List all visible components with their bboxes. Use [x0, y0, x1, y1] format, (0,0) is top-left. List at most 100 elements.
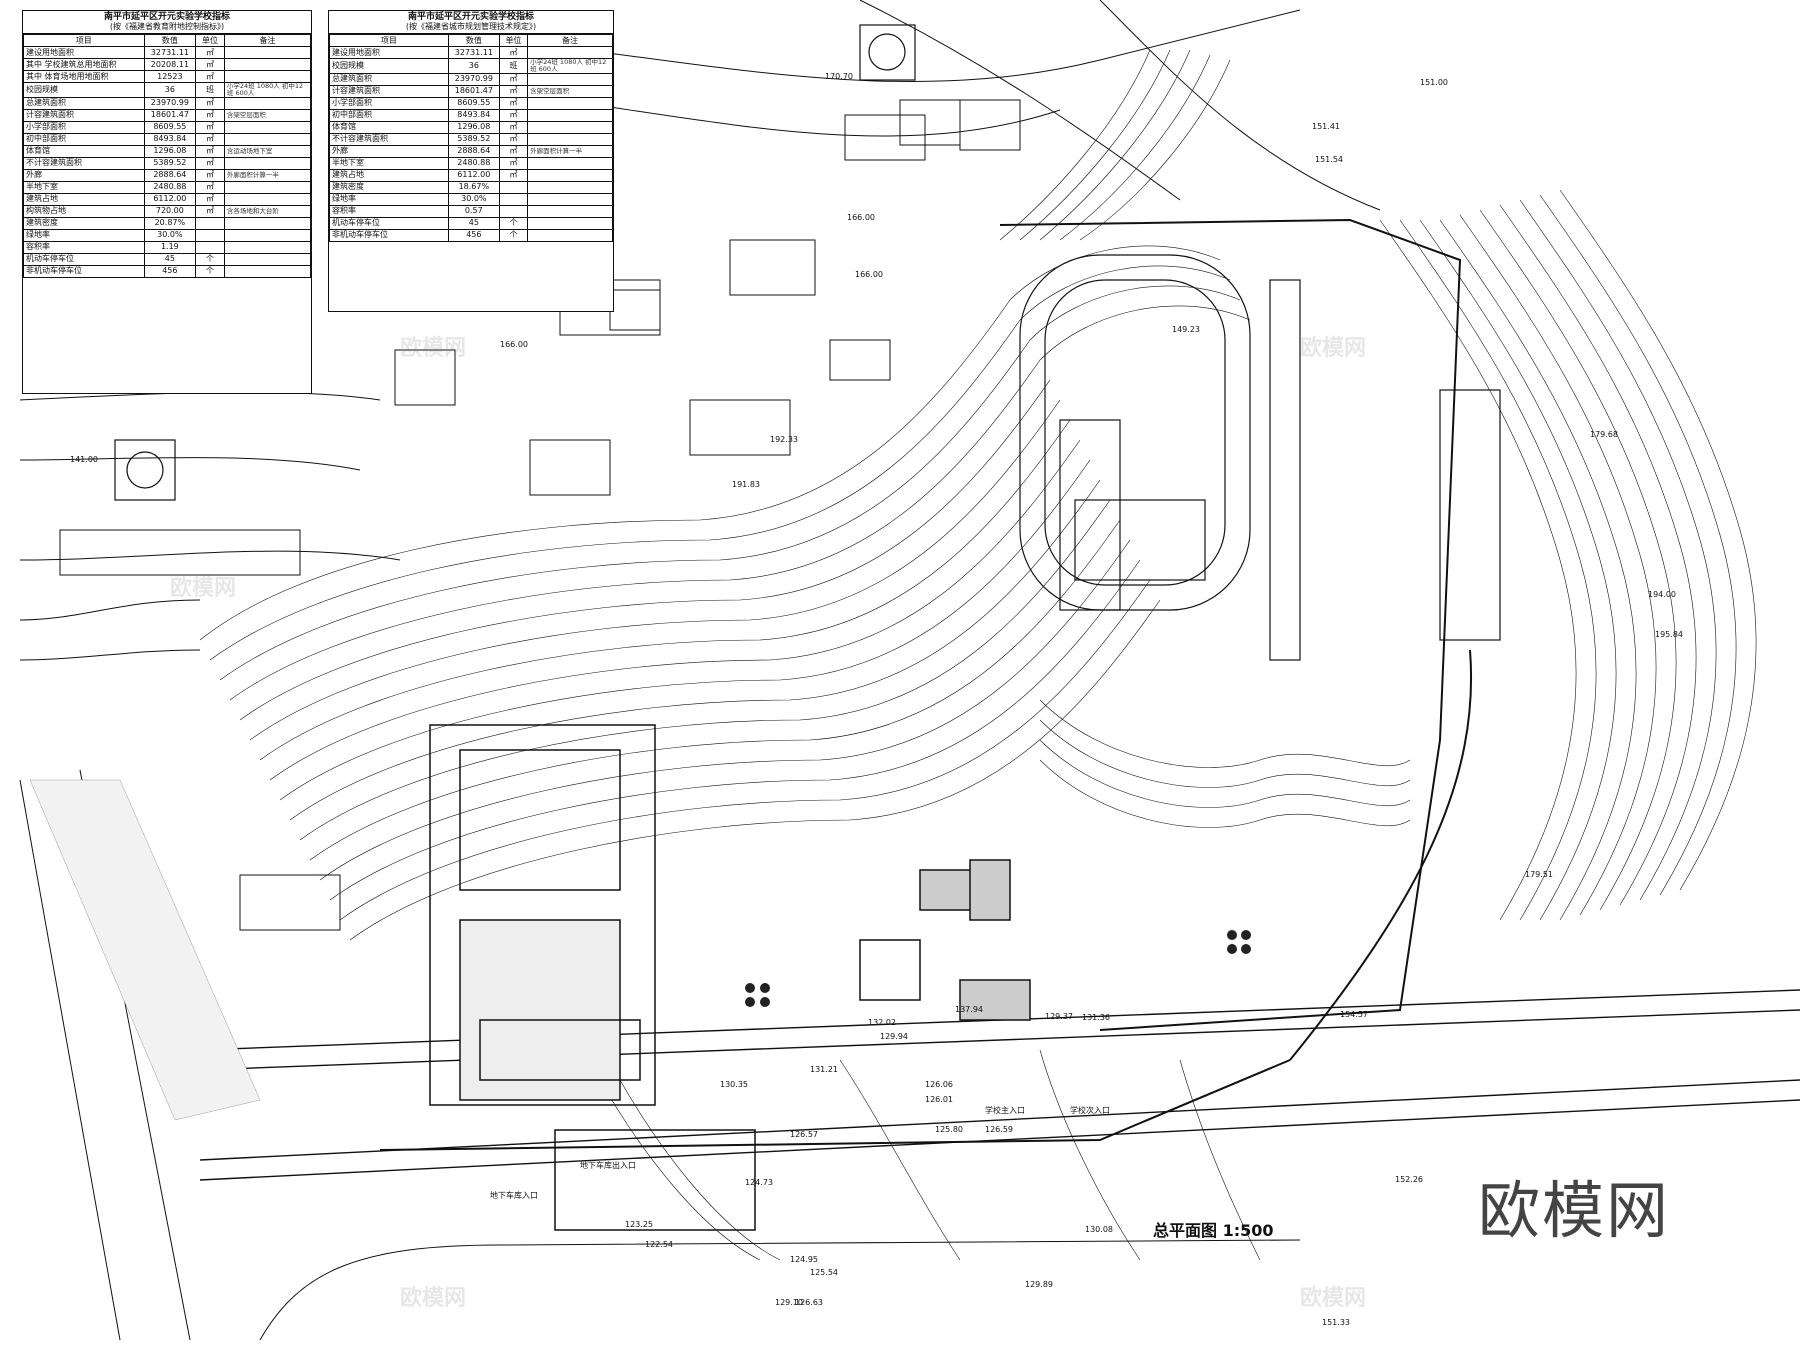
table-cell-label: 容积率	[329, 204, 449, 218]
elevation-label: 152.26	[1395, 1175, 1423, 1184]
table-cell-label: 外廊	[329, 144, 449, 158]
table-cell-note	[223, 252, 312, 266]
table-cell-unit: ㎡	[498, 144, 529, 158]
table-cell-note	[527, 168, 613, 182]
col-header: 项目	[329, 34, 449, 47]
table-cell-note	[527, 156, 613, 170]
table-cell-value: 8609.55	[447, 96, 500, 110]
table-cell-note	[527, 204, 613, 218]
elevation-label: 166.00	[855, 270, 883, 279]
table-cell-note: 含各场地和大台阶	[223, 204, 312, 218]
elevation-label: 126.06	[925, 1080, 953, 1089]
elevation-label: 179.51	[1525, 870, 1553, 879]
table-cell-note	[223, 58, 312, 71]
watermark: 欧模网	[1300, 1286, 1367, 1311]
table-cell-note: 外廊面积计算一半	[527, 144, 613, 158]
table-cell-note	[527, 72, 613, 86]
table-cell-label: 初中部面积	[329, 108, 449, 122]
table-cell-unit: ㎡	[195, 120, 225, 134]
table-cell-value: 6112.00	[447, 168, 500, 182]
table-cell-note	[223, 96, 312, 110]
elevation-label: 166.00	[847, 213, 875, 222]
col-header: 项目	[23, 34, 145, 47]
table-cell-note	[527, 192, 613, 206]
table-cell-note	[223, 156, 312, 170]
table-header-row: 项目 数值 单位 备注	[23, 34, 312, 47]
table-cell-unit: ㎡	[195, 108, 225, 122]
entrance-label: 学校主入口	[985, 1106, 1025, 1115]
table-cell-unit	[498, 180, 529, 194]
table-cell-value: 1.19	[143, 240, 197, 254]
elevation-label: 179.68	[1590, 430, 1618, 439]
table-cell-label: 半地下室	[329, 156, 449, 170]
col-header: 数值	[143, 34, 197, 47]
table-cell-unit: 个	[498, 216, 529, 230]
table-cell-value: 720.00	[143, 204, 197, 218]
table-cell-value: 8493.84	[143, 132, 197, 146]
table-cell-unit: ㎡	[195, 58, 225, 71]
table-cell-value: 2888.64	[143, 168, 197, 182]
elevation-label: 137.94	[955, 1005, 983, 1014]
elevation-label: 194.00	[1648, 590, 1676, 599]
table-cell-label: 机动车停车位	[23, 252, 145, 266]
table-cell-value: 1296.08	[143, 144, 197, 158]
elevation-label: 130.35	[720, 1080, 748, 1089]
elevation-label: 126.01	[925, 1095, 953, 1104]
table-cell-unit: ㎡	[195, 46, 225, 59]
table-cell-value: 2888.64	[447, 144, 500, 158]
table-cell-value: 8609.55	[143, 120, 197, 134]
table-cell-label: 其中 体育场地用地面积	[23, 70, 145, 83]
elevation-label: 166.00	[500, 340, 528, 349]
col-header: 单位	[195, 34, 225, 47]
table-cell-label: 绿地率	[329, 192, 449, 206]
table-cell-value: 18601.47	[447, 84, 500, 98]
table-cell-note: 含架空层面积	[223, 108, 312, 122]
table-cell-label: 校园规模	[23, 82, 145, 98]
table-cell-label: 半地下室	[23, 180, 145, 194]
table-right-subtitle: (按《福建省城市规划管理技术规定》)	[329, 23, 613, 34]
table-cell-note	[223, 264, 312, 278]
table-cell-value: 18.67%	[447, 180, 500, 194]
compass-roundabouts	[114, 24, 916, 501]
table-cell-unit: ㎡	[498, 108, 529, 122]
table-cell-value: 456	[447, 228, 500, 242]
table-cell-value: 45	[143, 252, 197, 266]
table-cell-unit	[498, 204, 529, 218]
table-cell-note	[223, 228, 312, 242]
table-cell-value: 12523	[143, 70, 197, 83]
elevation-label: 124.95	[790, 1255, 818, 1264]
elevation-label: 141.00	[70, 455, 98, 464]
elevation-label: 122.54	[645, 1240, 673, 1249]
table-cell-value: 30.0%	[143, 228, 197, 242]
table-cell-label: 建设用地面积	[329, 46, 449, 59]
elevation-label: 129.89	[1025, 1280, 1053, 1289]
table-cell-value: 456	[143, 264, 197, 278]
table-cell-value: 8493.84	[447, 108, 500, 122]
table-cell-note	[223, 240, 312, 254]
elevation-label: 151.00	[1420, 78, 1448, 87]
table-cell-unit: 个	[498, 228, 529, 242]
table-cell-label: 不计容建筑面积	[329, 132, 449, 146]
col-header: 单位	[498, 34, 529, 47]
table-cell-label: 总建筑面积	[329, 72, 449, 86]
table-cell-note	[223, 180, 312, 194]
table-cell-unit: ㎡	[195, 96, 225, 110]
table-cell-note	[527, 120, 613, 134]
table-cell-note	[527, 46, 613, 59]
